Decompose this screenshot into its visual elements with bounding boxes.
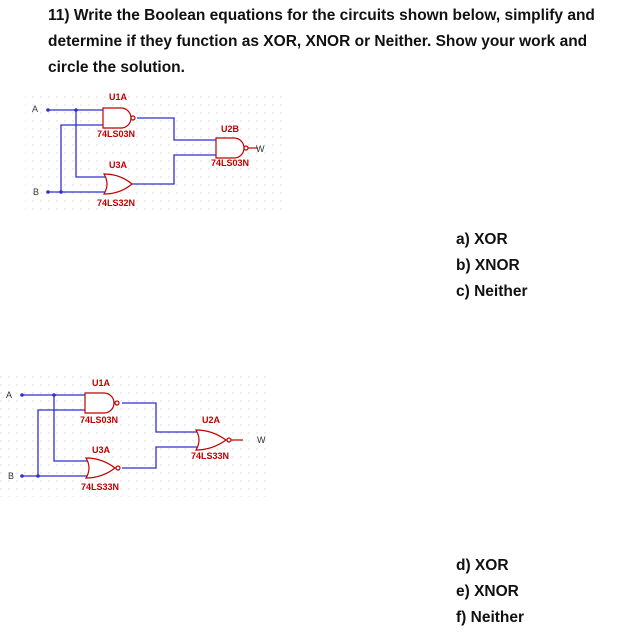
nor-gate-u3a [84,457,121,479]
gate-ref-label: U2B [221,124,240,134]
gate-ref-label: U2A [202,415,221,425]
gate-part-label: 74LS32N [97,198,135,208]
gate-ref-label: U1A [109,92,128,102]
option-e[interactable]: e) XNOR [456,583,519,600]
gate-part-label: 74LS03N [97,129,135,139]
question-text: 11) Write the Boolean equations for the … [48,7,595,76]
gate-ref-label: U3A [109,160,128,170]
output-w-label: W [257,435,266,445]
nand-gate-u2b [215,137,258,159]
gate-part-label: 74LS33N [191,451,229,461]
input-a-label: A [6,390,12,400]
input-b-label: B [8,471,14,481]
or-gate-u3a [102,173,133,195]
option-f[interactable]: f) Neither [456,609,525,626]
gate-part-label: 74LS03N [80,415,118,425]
option-d[interactable]: d) XOR [456,557,509,574]
gate-part-label: 74LS03N [211,158,249,168]
output-w-label: W [256,144,265,154]
circuit-2: A B W U1A 74LS03N U3A 74LS33N U2A 74LS33… [0,375,268,497]
nand-gate-u1a [102,107,136,129]
option-c[interactable]: c) Neither [456,283,528,300]
circuit-1: A B W U1A 74LS03N U3A 74LS32N U2B 74LS03… [25,92,283,210]
gate-part-label: 74LS33N [81,482,119,492]
nor-gate-u2a [194,429,243,451]
option-a[interactable]: a) XOR [456,231,508,248]
input-a-label: A [32,104,38,114]
input-b-label: B [33,187,39,197]
nand-gate-u1a [84,392,120,414]
gate-ref-label: U3A [92,445,111,455]
gate-ref-label: U1A [92,378,111,388]
option-b[interactable]: b) XNOR [456,257,520,274]
